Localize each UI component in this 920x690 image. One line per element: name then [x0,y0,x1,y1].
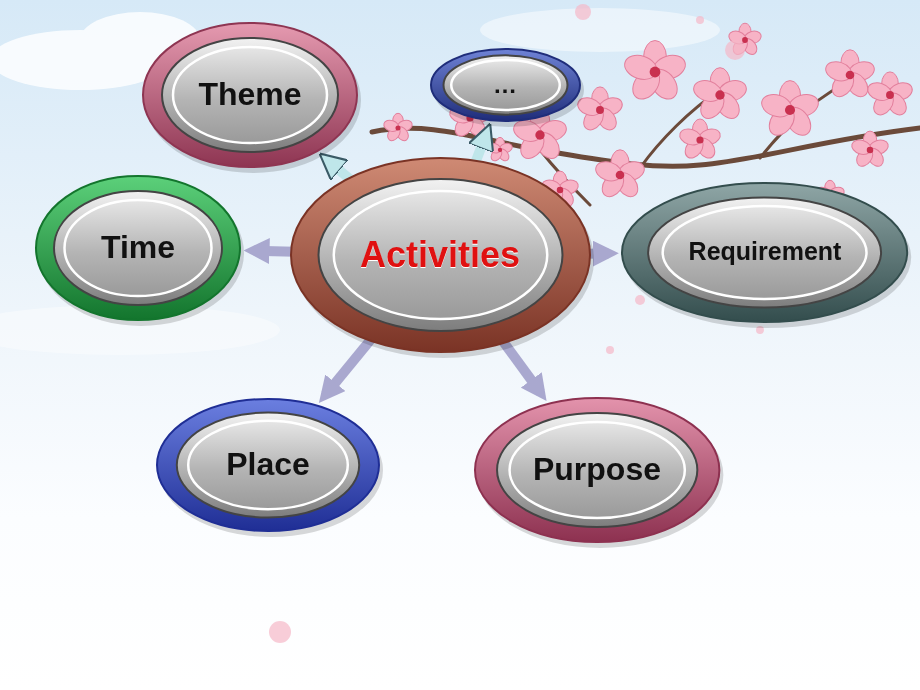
topic-ellipse: Time [33,173,243,323]
topic-ellipse: Purpose [472,395,722,545]
arrow-connector [254,246,295,257]
central-ellipse: Activities [288,155,593,355]
topic-ellipse: … [428,46,583,124]
topic-label: Time [101,230,175,265]
arrow-connector [325,338,372,395]
topic-label: … [493,72,517,98]
clouds [0,8,720,355]
topic-ellipse: Theme [140,20,360,170]
topic-ellipse: Place [154,396,382,534]
center-label: Activities [360,235,520,275]
topic-ellipse: Requirement [619,180,910,325]
topic-label: Requirement [689,238,842,266]
topic-label: Purpose [533,452,661,487]
topic-label: Place [226,447,310,482]
topic-label: Theme [198,77,301,112]
